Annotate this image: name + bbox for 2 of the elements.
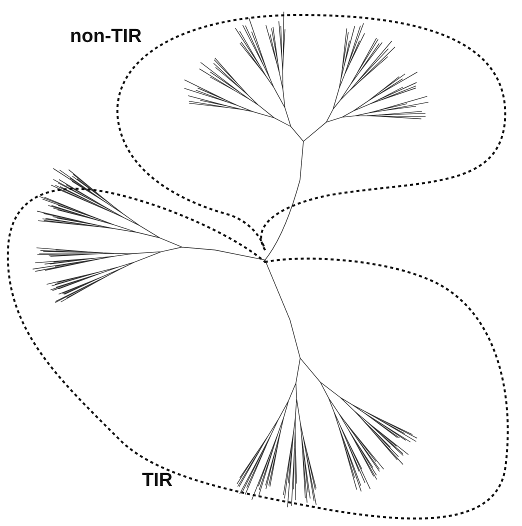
clade-label: non-TIR — [70, 26, 142, 48]
clade-label: TIR — [142, 470, 173, 492]
